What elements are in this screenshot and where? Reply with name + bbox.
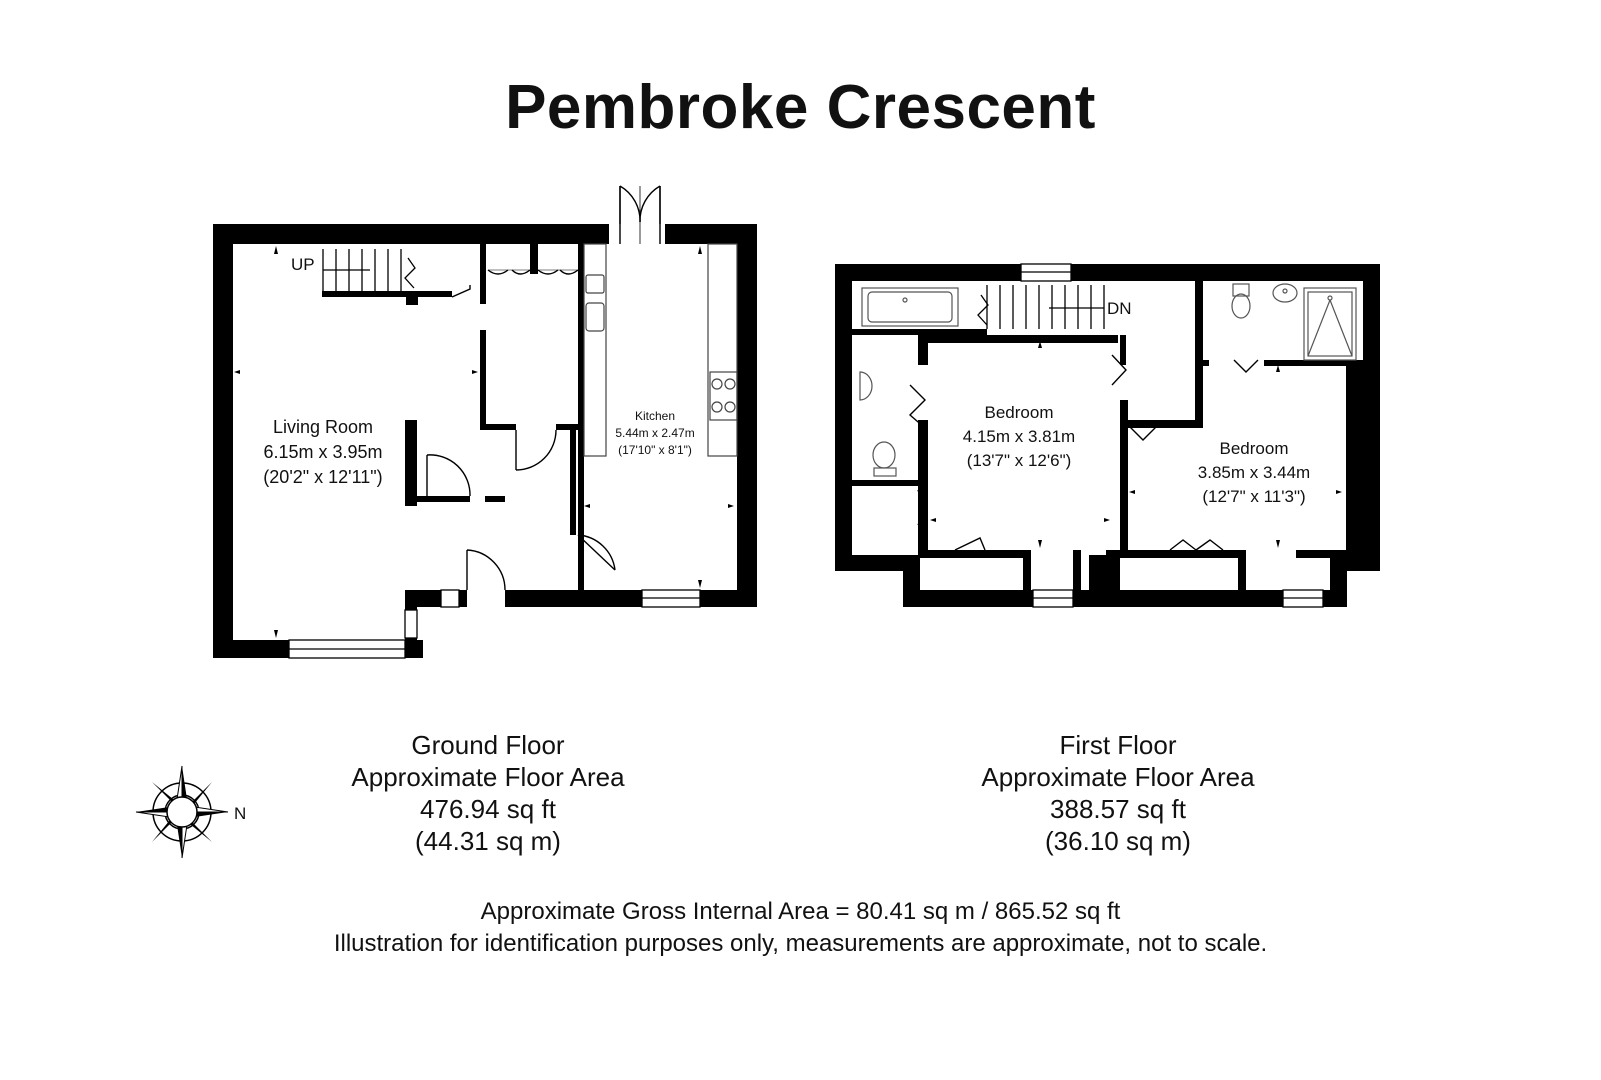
- ground-floor-walls: [213, 224, 757, 658]
- disclaimer-text: Illustration for identification purposes…: [333, 930, 1268, 957]
- room-metric: 4.15m x 3.81m: [963, 427, 1075, 446]
- stairs-up-label: UP: [291, 255, 315, 274]
- room-name: Kitchen: [635, 409, 675, 423]
- room-metric: 6.15m x 3.95m: [263, 442, 382, 462]
- ground-floor-plan: UP Living Room 6.15m x 3.95m (20'2" x 12…: [213, 185, 757, 659]
- first-floor-doors: [908, 354, 1259, 551]
- first-floor-windows: [1020, 263, 1324, 608]
- room-metric: 5.44m x 2.47m: [615, 426, 694, 440]
- room-label-living-room: Living Room 6.15m x 3.95m (20'2" x 12'11…: [263, 417, 382, 487]
- compass-north-label: N: [234, 804, 246, 823]
- room-name: Living Room: [273, 417, 373, 437]
- ground-floor-stairs: [322, 249, 416, 291]
- kitchen-fixtures: [583, 243, 738, 457]
- room-imperial: (17'10" x 8'1"): [618, 443, 692, 457]
- gross-area-text: Approximate Gross Internal Area = 80.41 …: [480, 898, 1121, 925]
- first-floor-caption: First Floor Approximate Floor Area 388.5…: [968, 729, 1268, 857]
- ground-floor-windows: [288, 589, 701, 659]
- floor-area-sqft: 388.57 sq ft: [1050, 794, 1186, 824]
- room-label-bedroom-2: Bedroom 3.85m x 3.44m (12'7" x 11'3"): [1198, 439, 1310, 506]
- room-imperial: (12'7" x 11'3"): [1202, 487, 1305, 506]
- compass-rose-icon: N: [135, 765, 246, 859]
- room-metric: 3.85m x 3.44m: [1198, 463, 1310, 482]
- page-title: Pembroke Crescent: [505, 73, 1096, 142]
- first-floor-stairs: [977, 285, 1105, 329]
- floor-area-label: Approximate Floor Area: [351, 762, 625, 792]
- room-name: Bedroom: [985, 403, 1054, 422]
- room-imperial: (13'7" x 12'6"): [967, 451, 1072, 470]
- first-floor-dimension-markers: [930, 341, 1342, 548]
- floor-name: First Floor: [1059, 730, 1177, 760]
- floor-area-sqm: (36.10 sq m): [1045, 826, 1191, 856]
- floor-name: Ground Floor: [411, 730, 565, 760]
- ground-floor-dimension-markers: [234, 246, 734, 638]
- bathroom-fixtures: [859, 283, 1357, 477]
- floor-area-label: Approximate Floor Area: [981, 762, 1255, 792]
- first-floor-walls: [835, 264, 1380, 607]
- room-label-kitchen: Kitchen 5.44m x 2.47m (17'10" x 8'1"): [615, 409, 694, 457]
- stairs-down-label: DN: [1107, 299, 1132, 318]
- room-label-bedroom-1: Bedroom 4.15m x 3.81m (13'7" x 12'6"): [963, 403, 1075, 470]
- room-imperial: (20'2" x 12'11"): [263, 467, 382, 487]
- ground-floor-doors: [426, 185, 661, 591]
- floor-area-sqm: (44.31 sq m): [415, 826, 561, 856]
- floor-area-sqft: 476.94 sq ft: [420, 794, 556, 824]
- first-floor-plan: DN Bedroom 4.15m x 3.81m (13'7" x 12'6")…: [835, 263, 1380, 608]
- room-name: Bedroom: [1220, 439, 1289, 458]
- ground-floor-caption: Ground Floor Approximate Floor Area 476.…: [338, 729, 638, 857]
